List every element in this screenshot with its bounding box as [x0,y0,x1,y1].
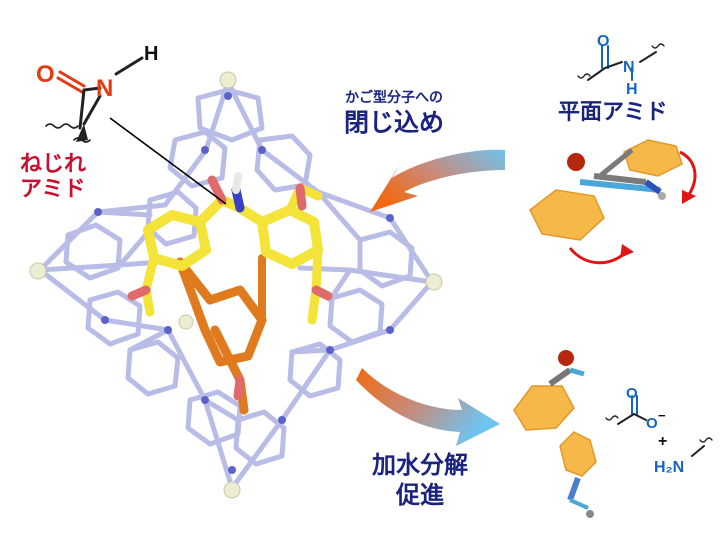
encapsulation-label: かご型分子への 閉じ込め [344,90,444,138]
twisted-amide-atom-h: H [144,43,158,65]
plus-sign: + [658,433,667,450]
planar-amide-atom-o: O [597,33,609,50]
twisted-amide-label-line2: アミド [20,177,86,202]
twisted-amide-label: ねじれ アミド [20,152,86,203]
planar-amide-atom-n: N [623,59,635,76]
planar-amide-structure [578,44,664,80]
planar-amide-atom-h: H [626,81,638,98]
hydrolysis-arrow [356,368,500,446]
encapsulation-arrow [370,150,505,212]
cage-framework [40,82,432,488]
twisted-amide-atom-n: N [96,75,113,102]
carboxylate-atom-o: O [626,385,638,402]
twisted-amide-label-line1: ねじれ [20,152,86,177]
carboxylate-charge: − [658,408,666,423]
hydrolysis-label-line2: 促進 [372,482,468,510]
carboxylate-atom-o-minus: O [646,415,658,432]
hydrolysis-label: 加水分解 促進 [372,452,468,509]
encapsulation-label-line2: 閉じ込め [344,109,444,138]
twisted-amide-atom-o: O [36,61,55,88]
planar-amide-model [530,140,696,263]
planar-amide-label: 平面アミド [558,100,668,125]
twisted-amide-structure [46,58,142,142]
amine-formula: H₂N [654,459,684,476]
hydrolysis-label-line1: 加水分解 [372,452,468,480]
encapsulation-label-line1: かご型分子への [344,90,444,106]
encapsulated-substrate [180,258,262,410]
hydrolysis-products-model [514,350,596,518]
